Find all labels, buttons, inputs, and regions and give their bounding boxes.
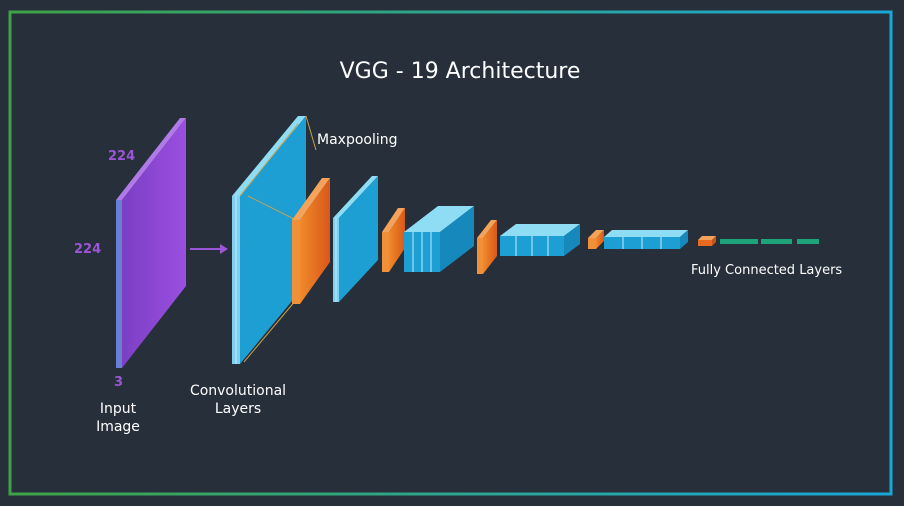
fc-label: Fully Connected Layers (691, 263, 842, 278)
fc-layer-2 (761, 239, 792, 244)
input-width-label: 224 (108, 149, 135, 164)
conv-block-5 (604, 230, 688, 249)
input-arrow (190, 244, 228, 254)
conv-block-1 (232, 116, 306, 364)
conv-label-line2: Layers (215, 401, 261, 417)
input-height-label: 224 (74, 242, 101, 257)
diagram-title: VGG - 19 Architecture (340, 59, 581, 84)
fc-layer-1 (720, 239, 758, 244)
input-label-line1: Input (100, 401, 137, 417)
pool-block-5 (698, 236, 716, 246)
input-channels-label: 3 (114, 375, 123, 390)
conv-block-3 (404, 206, 474, 272)
pool-block-1 (292, 178, 330, 304)
input-image-block (116, 118, 186, 368)
pool-block-4 (588, 230, 604, 249)
pool-block-2 (382, 208, 405, 272)
maxpool-connector-lines (243, 115, 317, 363)
conv-block-2 (333, 176, 378, 302)
pool-block-3 (477, 220, 497, 274)
conv-block-4 (500, 224, 580, 256)
fc-layer-3 (797, 239, 819, 244)
input-label-line2: Image (96, 419, 140, 435)
conv-label-line1: Convolutional (190, 383, 286, 399)
frame-border (8, 10, 893, 496)
maxpooling-label: Maxpooling (317, 132, 398, 148)
